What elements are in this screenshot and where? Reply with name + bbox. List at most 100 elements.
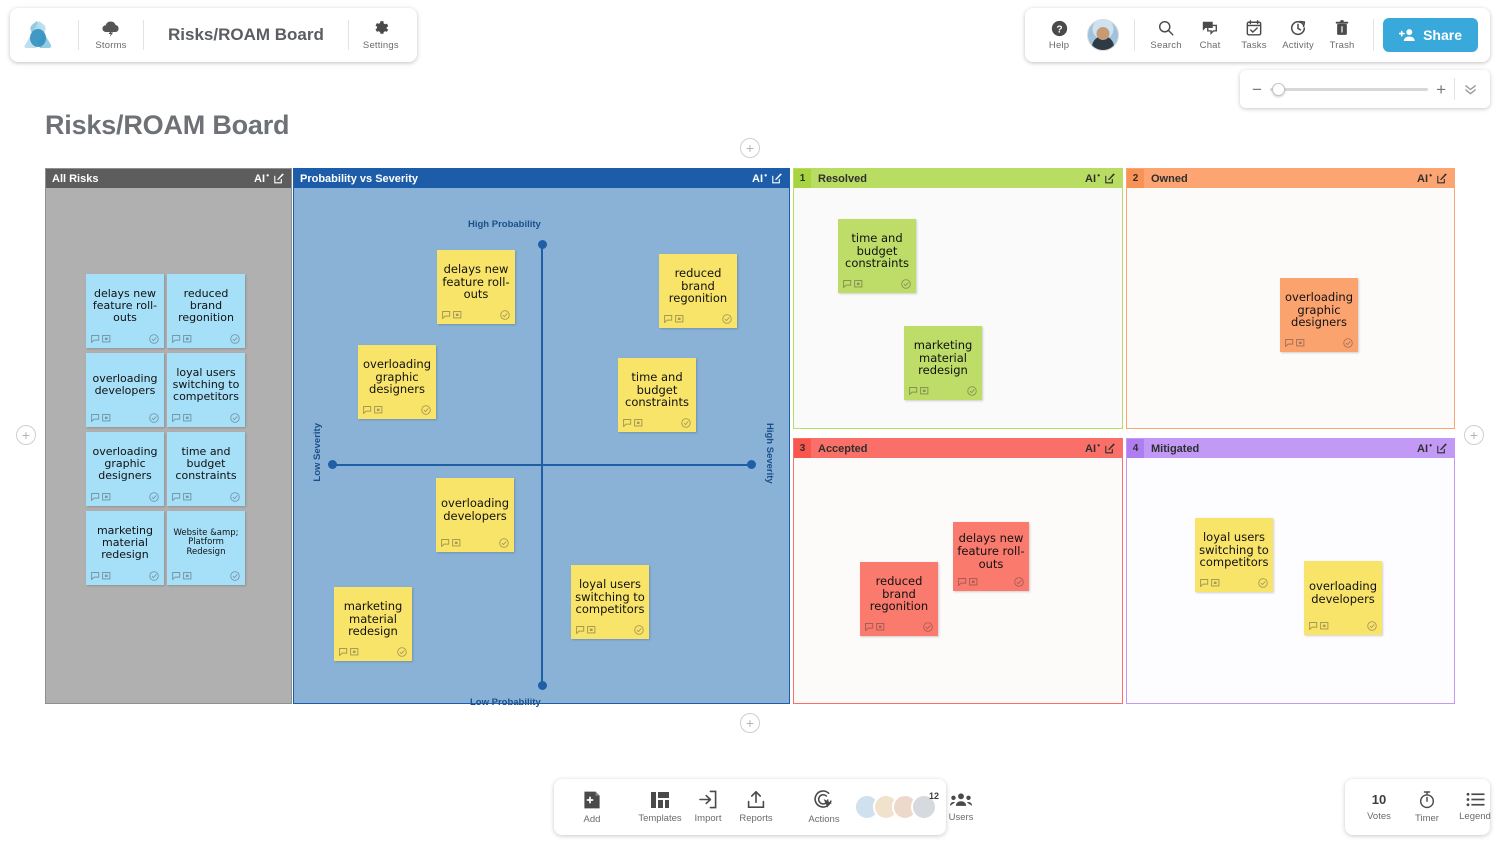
comment-icon[interactable] xyxy=(172,413,181,422)
check-circle-icon[interactable] xyxy=(230,570,240,581)
search-button[interactable]: Search xyxy=(1144,19,1188,51)
check-circle-icon[interactable] xyxy=(967,385,977,396)
comment-icon[interactable] xyxy=(442,310,451,319)
settings-button[interactable]: Settings xyxy=(359,19,403,51)
sticky-note[interactable]: Website &amp; Platform Redesign xyxy=(167,511,245,585)
sticky-note[interactable]: overloading developers xyxy=(436,478,514,552)
attachment-icon[interactable] xyxy=(453,310,462,319)
panel-accepted[interactable]: 3 Accepted AI• delays new feature roll-o… xyxy=(793,438,1123,704)
attachment-icon[interactable] xyxy=(350,647,359,656)
edit-icon[interactable] xyxy=(274,173,285,184)
sticky-note[interactable]: overloading graphic designers xyxy=(86,432,164,506)
check-circle-icon[interactable] xyxy=(230,412,240,423)
check-circle-icon[interactable] xyxy=(1258,577,1268,588)
tasks-button[interactable]: Tasks xyxy=(1232,19,1276,51)
comment-icon[interactable] xyxy=(441,538,450,547)
templates-button[interactable]: Templates xyxy=(636,791,684,824)
edit-icon[interactable] xyxy=(1105,173,1116,184)
chevron-double-down-icon[interactable] xyxy=(1463,83,1478,96)
sticky-note[interactable]: loyal users switching to competitors xyxy=(571,565,649,639)
check-circle-icon[interactable] xyxy=(901,278,911,289)
attachment-icon[interactable] xyxy=(102,334,111,343)
add-section-left-button[interactable]: + xyxy=(16,425,36,445)
attachment-icon[interactable] xyxy=(374,405,383,414)
sticky-note[interactable]: overloading graphic designers xyxy=(1280,278,1358,352)
sticky-note[interactable]: overloading developers xyxy=(86,353,164,427)
panel-owned[interactable]: 2 Owned AI• overloading graphic designer… xyxy=(1126,168,1455,429)
comment-icon[interactable] xyxy=(91,492,100,501)
zoom-in-button[interactable]: + xyxy=(1436,79,1446,99)
comment-icon[interactable] xyxy=(172,492,181,501)
sticky-note[interactable]: overloading developers xyxy=(1304,561,1382,635)
reports-button[interactable]: Reports xyxy=(732,790,780,824)
attachment-icon[interactable] xyxy=(969,577,978,586)
check-circle-icon[interactable] xyxy=(421,404,431,415)
sticky-note[interactable]: overloading graphic designers xyxy=(358,345,436,419)
ai-icon[interactable]: AI• xyxy=(1085,170,1100,185)
add-section-right-button[interactable]: + xyxy=(1464,425,1484,445)
sticky-note[interactable]: reduced brand regonition xyxy=(167,274,245,348)
attachment-icon[interactable] xyxy=(452,538,461,547)
ai-icon[interactable]: AI• xyxy=(1417,440,1432,455)
check-circle-icon[interactable] xyxy=(397,646,407,657)
edit-icon[interactable] xyxy=(1105,443,1116,454)
check-circle-icon[interactable] xyxy=(149,491,159,502)
sticky-note[interactable]: time and budget constraints xyxy=(167,432,245,506)
sticky-note[interactable]: delays new feature roll-outs xyxy=(86,274,164,348)
check-circle-icon[interactable] xyxy=(499,537,509,548)
sticky-note[interactable]: reduced brand regonition xyxy=(659,254,737,328)
check-circle-icon[interactable] xyxy=(149,570,159,581)
import-button[interactable]: Import xyxy=(684,790,732,824)
sticky-note[interactable]: marketing material redesign xyxy=(334,587,412,661)
comment-icon[interactable] xyxy=(172,334,181,343)
comment-icon[interactable] xyxy=(843,279,852,288)
trash-button[interactable]: Trash xyxy=(1320,19,1364,51)
comment-icon[interactable] xyxy=(339,647,348,656)
comment-icon[interactable] xyxy=(664,314,673,323)
sticky-note[interactable]: marketing material redesign xyxy=(904,326,982,400)
user-avatar-4[interactable] xyxy=(911,794,937,820)
panel-resolved[interactable]: 1 Resolved AI• time and budget constrain… xyxy=(793,168,1123,429)
legend-button[interactable]: Legend xyxy=(1451,792,1499,822)
ai-icon[interactable]: AI• xyxy=(253,170,269,185)
check-circle-icon[interactable] xyxy=(230,333,240,344)
check-circle-icon[interactable] xyxy=(149,333,159,344)
check-circle-icon[interactable] xyxy=(1367,620,1377,631)
actions-button[interactable]: Actions xyxy=(800,789,848,825)
comment-icon[interactable] xyxy=(91,413,100,422)
sticky-note[interactable]: delays new feature roll-outs xyxy=(437,250,515,324)
edit-icon[interactable] xyxy=(772,173,783,184)
check-circle-icon[interactable] xyxy=(149,412,159,423)
check-circle-icon[interactable] xyxy=(1343,337,1353,348)
comment-icon[interactable] xyxy=(172,571,181,580)
zoom-slider[interactable] xyxy=(1269,82,1429,96)
check-circle-icon[interactable] xyxy=(722,313,732,324)
zoom-slider-thumb[interactable] xyxy=(1271,82,1285,96)
attachment-icon[interactable] xyxy=(675,314,684,323)
comment-icon[interactable] xyxy=(958,577,967,586)
timer-button[interactable]: Timer xyxy=(1403,790,1451,824)
sticky-note[interactable]: time and budget constraints xyxy=(838,219,916,293)
user-avatar[interactable] xyxy=(1087,19,1120,51)
users-button[interactable]: Users xyxy=(937,792,985,823)
sticky-note[interactable]: loyal users switching to competitors xyxy=(167,353,245,427)
ai-icon[interactable]: AI• xyxy=(1085,440,1100,455)
comment-icon[interactable] xyxy=(1200,578,1209,587)
edit-icon[interactable] xyxy=(1437,443,1448,454)
sticky-note[interactable]: loyal users switching to competitors xyxy=(1195,518,1273,592)
attachment-icon[interactable] xyxy=(183,334,192,343)
attachment-icon[interactable] xyxy=(183,413,192,422)
comment-icon[interactable] xyxy=(91,334,100,343)
comment-icon[interactable] xyxy=(91,571,100,580)
attachment-icon[interactable] xyxy=(183,571,192,580)
attachment-icon[interactable] xyxy=(102,492,111,501)
ai-icon[interactable]: AI• xyxy=(1417,170,1432,185)
add-section-bottom-button[interactable]: + xyxy=(740,713,760,733)
comment-icon[interactable] xyxy=(576,625,585,634)
attachment-icon[interactable] xyxy=(920,386,929,395)
check-circle-icon[interactable] xyxy=(634,624,644,635)
share-button[interactable]: Share xyxy=(1383,18,1478,52)
check-circle-icon[interactable] xyxy=(923,621,933,632)
attachment-icon[interactable] xyxy=(102,571,111,580)
panel-all-risks[interactable]: All Risks AI• delays new feature roll-ou… xyxy=(45,168,292,704)
